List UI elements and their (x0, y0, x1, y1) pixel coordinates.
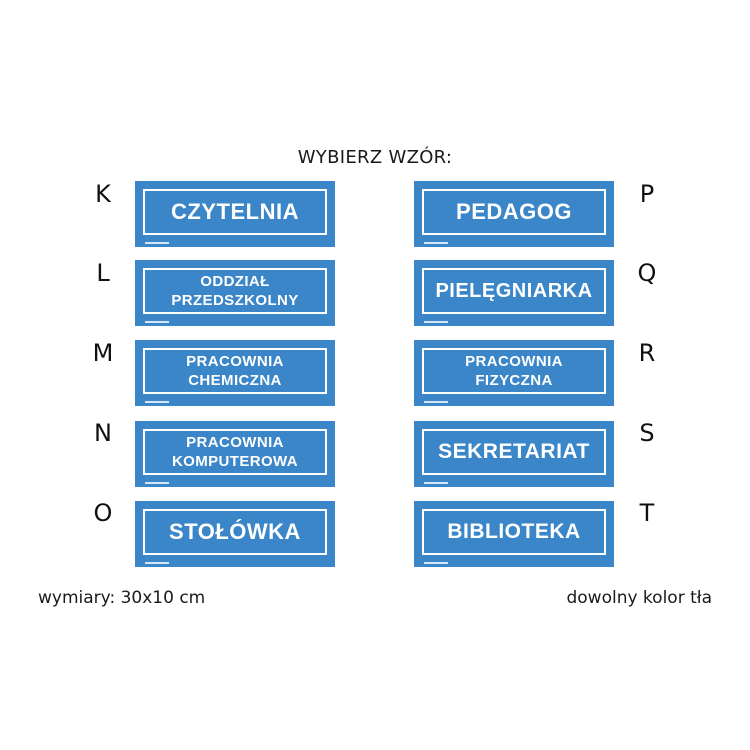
option-letter-q: Q (637, 259, 657, 287)
option-letter-s: S (639, 419, 655, 447)
option-letter-m: M (92, 339, 114, 367)
sign-label: STOŁÓWKA (169, 519, 301, 544)
sign-option-r[interactable]: PRACOWNIA FIZYCZNA (414, 340, 614, 406)
option-letter-p: P (639, 180, 655, 208)
sign-frame: CZYTELNIA (143, 189, 327, 235)
sign-frame: SEKRETARIAT (422, 429, 606, 475)
sign-frame: STOŁÓWKA (143, 509, 327, 555)
option-letter-r: R (638, 339, 656, 367)
option-letter-l: L (96, 259, 110, 287)
sign-label: PRACOWNIA CHEMICZNA (186, 353, 284, 389)
sign-frame: ODDZIAŁ PRZEDSZKOLNY (143, 268, 327, 314)
option-letter-k: K (95, 180, 111, 208)
sign-option-o[interactable]: STOŁÓWKA (135, 501, 335, 567)
page-title: WYBIERZ WZÓR: (297, 147, 453, 168)
sign-fine-print (424, 482, 448, 484)
sign-option-q[interactable]: PIELĘGNIARKA (414, 260, 614, 326)
option-letter-o: O (93, 499, 113, 527)
sign-label: PRACOWNIA KOMPUTEROWA (171, 434, 299, 470)
sign-fine-print (145, 321, 169, 323)
sign-fine-print (424, 242, 448, 244)
sign-frame: PRACOWNIA FIZYCZNA (422, 348, 606, 394)
sign-fine-print (424, 562, 448, 564)
sign-frame: PIELĘGNIARKA (422, 268, 606, 314)
sign-label: CZYTELNIA (171, 199, 299, 224)
option-letter-n: N (94, 419, 112, 447)
sign-fine-print (424, 401, 448, 403)
sign-option-l[interactable]: ODDZIAŁ PRZEDSZKOLNY (135, 260, 335, 326)
dimensions-note: wymiary: 30x10 cm (38, 588, 206, 608)
sign-frame: BIBLIOTEKA (422, 509, 606, 555)
sign-label: SEKRETARIAT (438, 440, 590, 463)
option-letter-t: T (639, 499, 655, 527)
sign-option-s[interactable]: SEKRETARIAT (414, 421, 614, 487)
sign-frame: PRACOWNIA KOMPUTEROWA (143, 429, 327, 475)
sign-option-k[interactable]: CZYTELNIA (135, 181, 335, 247)
sign-option-n[interactable]: PRACOWNIA KOMPUTEROWA (135, 421, 335, 487)
sign-option-p[interactable]: PEDAGOG (414, 181, 614, 247)
background-color-note: dowolny kolor tła (566, 588, 712, 608)
sign-option-m[interactable]: PRACOWNIA CHEMICZNA (135, 340, 335, 406)
sign-fine-print (145, 401, 169, 403)
sign-fine-print (145, 482, 169, 484)
sign-frame: PEDAGOG (422, 189, 606, 235)
sign-fine-print (424, 321, 448, 323)
sign-frame: PRACOWNIA CHEMICZNA (143, 348, 327, 394)
sign-label: PRACOWNIA FIZYCZNA (465, 353, 563, 389)
sign-label: ODDZIAŁ PRZEDSZKOLNY (171, 273, 299, 309)
sign-fine-print (145, 242, 169, 244)
sign-label: PEDAGOG (456, 199, 572, 224)
sign-label: BIBLIOTEKA (447, 520, 581, 543)
sign-fine-print (145, 562, 169, 564)
sign-label: PIELĘGNIARKA (435, 279, 593, 302)
sign-option-t[interactable]: BIBLIOTEKA (414, 501, 614, 567)
